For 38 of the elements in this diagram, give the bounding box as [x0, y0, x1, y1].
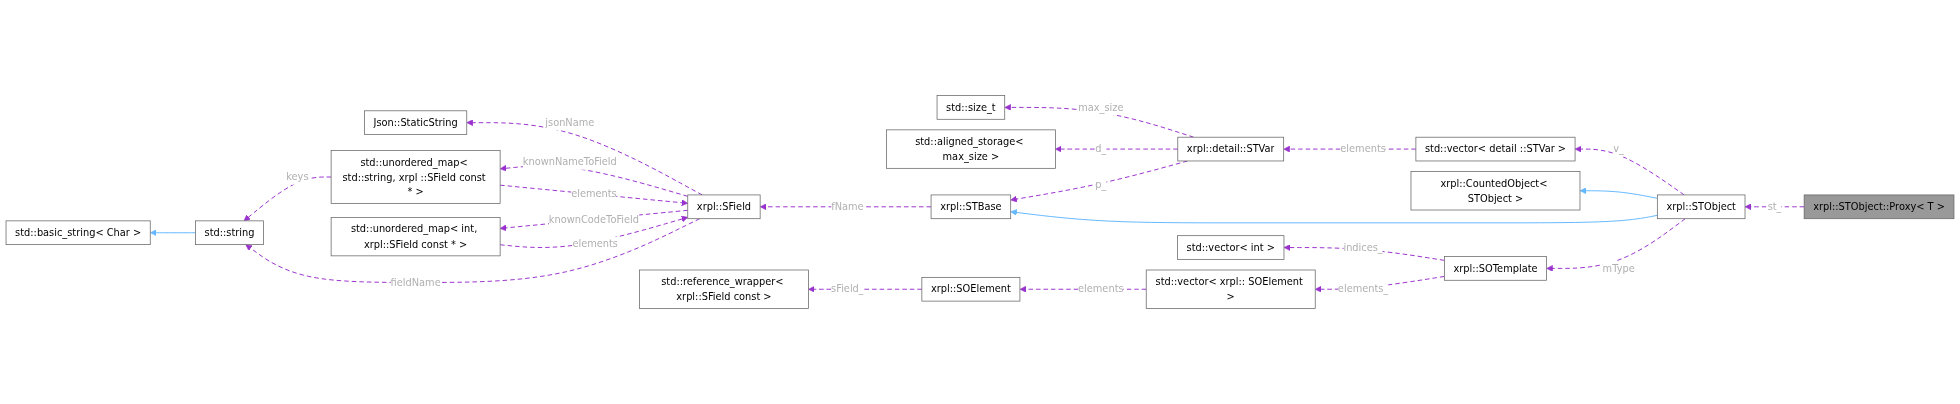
node-box: std::unordered_map< int, xrpl::SField const * >: [330, 217, 501, 257]
node-box: std::reference_wrapper< xrpl::SField const >: [639, 269, 809, 309]
node-box: xrpl::SOTemplate: [1444, 256, 1547, 281]
node-box: xrpl::SOElement: [921, 277, 1021, 302]
node-box: xrpl::STObject::Proxy< T >: [1803, 194, 1955, 220]
edge-label: knownNameToField: [522, 156, 617, 168]
edge-label: knownCodeToField: [548, 213, 640, 225]
node-box: xrpl::SField: [687, 194, 761, 220]
edge-label: sField_: [831, 283, 864, 295]
edge-label: p_: [1095, 178, 1107, 191]
edge-label: fieldName: [390, 276, 441, 288]
node-box: Json::StaticString: [364, 110, 468, 135]
edge-label: st_: [1767, 200, 1782, 213]
edge-label: max_size: [1078, 101, 1124, 113]
edge-label: jsonName: [545, 116, 595, 129]
node-box: xrpl::STBase: [930, 194, 1012, 220]
node-box: std::vector< int >: [1177, 235, 1285, 260]
node-box: std::size_t: [936, 95, 1006, 120]
edge-label: elements: [1340, 143, 1386, 155]
node-box: xrpl::CountedObject< STObject >: [1410, 171, 1581, 211]
node-box: std::unordered_map< std::string, xrpl ::SField const * >: [330, 150, 501, 204]
node-box: std::basic_string< Char >: [5, 220, 151, 245]
node-box: xrpl::STObject: [1656, 194, 1746, 220]
edge-label: keys: [286, 171, 309, 183]
edge-label: elements_: [1337, 283, 1389, 295]
edge-label: v_: [1613, 143, 1625, 155]
edge-label: elements: [571, 188, 617, 200]
edge-label: elements: [572, 238, 618, 250]
edge-label: d_: [1095, 143, 1107, 155]
node-box: std::vector< detail ::STVar >: [1415, 136, 1576, 162]
edge-label: mType: [1602, 262, 1635, 274]
edge-label: elements: [1078, 283, 1124, 295]
edge-label: fName: [831, 200, 864, 213]
edge-label: indices_: [1343, 241, 1383, 254]
node-box: std::aligned_storage< max_size >: [886, 129, 1056, 169]
node-box: std::string: [195, 220, 264, 245]
node-box: xrpl::detail::STVar: [1177, 136, 1285, 162]
node-box: std::vector< xrpl:: SOElement >: [1145, 269, 1316, 309]
